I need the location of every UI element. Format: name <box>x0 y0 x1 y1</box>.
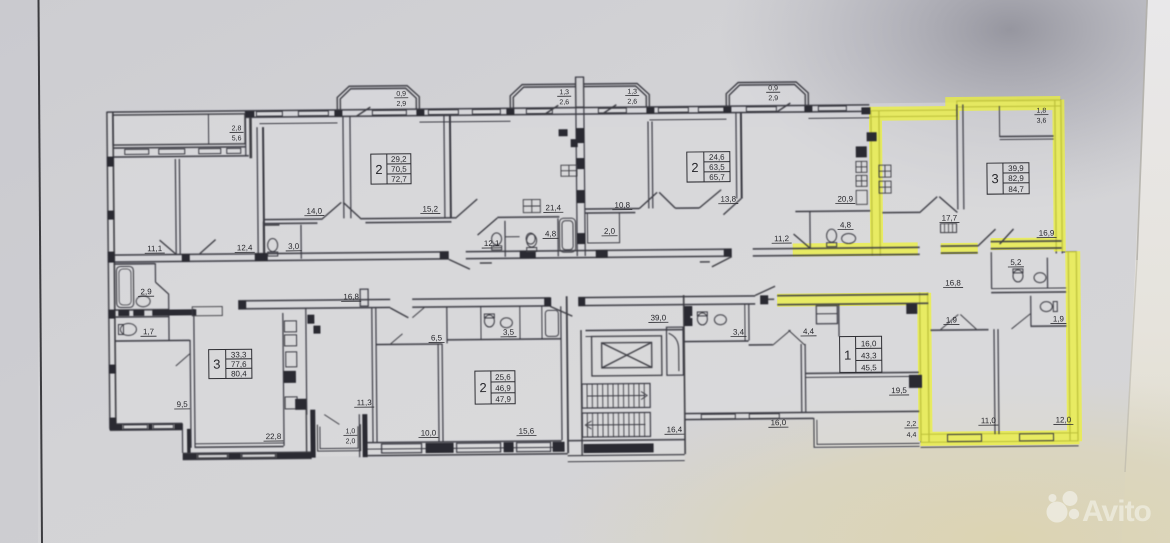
svg-text:3: 3 <box>213 357 220 372</box>
svg-text:2: 2 <box>375 162 382 177</box>
svg-text:1,7: 1,7 <box>143 327 155 336</box>
svg-text:10,8: 10,8 <box>614 201 630 210</box>
svg-text:2,6: 2,6 <box>559 99 569 106</box>
svg-text:6,5: 6,5 <box>431 333 443 342</box>
svg-text:3,0: 3,0 <box>288 242 300 251</box>
svg-text:12,1: 12,1 <box>484 239 500 248</box>
svg-text:2,9: 2,9 <box>396 101 406 108</box>
svg-text:22,8: 22,8 <box>266 432 282 441</box>
svg-text:2,6: 2,6 <box>627 99 637 106</box>
svg-text:16,8: 16,8 <box>945 278 961 287</box>
svg-text:77,6: 77,6 <box>231 360 247 369</box>
svg-text:9,5: 9,5 <box>177 400 189 409</box>
svg-text:16,0: 16,0 <box>771 418 787 427</box>
svg-text:45,5: 45,5 <box>861 363 877 372</box>
svg-text:3: 3 <box>991 171 998 186</box>
svg-text:72,7: 72,7 <box>391 175 407 184</box>
svg-text:10,0: 10,0 <box>421 428 437 437</box>
svg-text:5,6: 5,6 <box>232 135 242 142</box>
svg-text:70,5: 70,5 <box>391 165 407 174</box>
svg-text:17,7: 17,7 <box>942 213 958 222</box>
svg-text:33,3: 33,3 <box>231 350 247 359</box>
svg-text:16,9: 16,9 <box>1039 229 1055 238</box>
svg-text:2: 2 <box>479 380 486 395</box>
svg-text:4,8: 4,8 <box>840 220 852 229</box>
svg-text:46,9: 46,9 <box>495 384 511 393</box>
svg-text:25,6: 25,6 <box>495 373 511 382</box>
svg-text:39,0: 39,0 <box>651 313 667 322</box>
svg-text:21,4: 21,4 <box>545 203 561 212</box>
svg-text:24,6: 24,6 <box>709 153 725 162</box>
svg-text:12,4: 12,4 <box>237 243 253 252</box>
svg-text:0,9: 0,9 <box>396 91 406 98</box>
svg-text:43,3: 43,3 <box>861 351 877 360</box>
svg-text:13,8: 13,8 <box>720 195 736 204</box>
svg-text:20,9: 20,9 <box>837 194 853 203</box>
svg-text:11,1: 11,1 <box>147 244 163 253</box>
svg-text:19,5: 19,5 <box>891 386 907 395</box>
svg-text:2,0: 2,0 <box>346 438 356 445</box>
svg-text:15,6: 15,6 <box>519 427 535 436</box>
svg-text:65,7: 65,7 <box>709 173 725 182</box>
svg-text:4,4: 4,4 <box>803 327 815 336</box>
svg-text:1,8: 1,8 <box>1036 108 1046 115</box>
svg-text:84,7: 84,7 <box>1008 185 1024 194</box>
svg-text:2,2: 2,2 <box>907 421 917 428</box>
svg-text:1,3: 1,3 <box>627 89 637 96</box>
svg-text:4,8: 4,8 <box>545 229 557 238</box>
svg-text:4,4: 4,4 <box>907 432 917 439</box>
svg-text:11,0: 11,0 <box>981 416 997 425</box>
svg-text:Avito: Avito <box>1082 495 1152 528</box>
svg-text:2,9: 2,9 <box>768 95 778 102</box>
svg-text:11,3: 11,3 <box>357 398 373 407</box>
svg-text:5,2: 5,2 <box>1010 258 1022 267</box>
svg-text:47,9: 47,9 <box>495 395 511 404</box>
svg-text:16,0: 16,0 <box>861 339 877 348</box>
svg-text:0,9: 0,9 <box>768 85 778 92</box>
svg-text:3,5: 3,5 <box>503 328 515 337</box>
svg-text:29,2: 29,2 <box>391 155 407 164</box>
svg-text:82,9: 82,9 <box>1008 174 1024 183</box>
svg-text:11,2: 11,2 <box>774 234 790 243</box>
svg-text:16,4: 16,4 <box>667 425 683 434</box>
svg-text:1,3: 1,3 <box>559 89 569 96</box>
svg-text:1: 1 <box>844 347 851 362</box>
svg-text:1,0: 1,0 <box>346 428 356 435</box>
svg-text:15,2: 15,2 <box>422 204 438 213</box>
svg-text:12,0: 12,0 <box>1056 415 1072 424</box>
svg-text:63,5: 63,5 <box>709 163 725 172</box>
svg-text:80,4: 80,4 <box>231 369 247 378</box>
svg-text:14,0: 14,0 <box>306 207 322 216</box>
svg-text:1,9: 1,9 <box>946 315 958 324</box>
svg-text:1,9: 1,9 <box>1053 314 1065 323</box>
svg-text:2,0: 2,0 <box>604 227 616 236</box>
svg-text:2,8: 2,8 <box>232 125 242 132</box>
svg-text:16,8: 16,8 <box>343 292 359 301</box>
svg-text:2,9: 2,9 <box>140 287 152 296</box>
svg-text:2: 2 <box>691 160 698 175</box>
svg-text:39,9: 39,9 <box>1008 164 1024 173</box>
svg-text:3,6: 3,6 <box>1037 118 1047 125</box>
svg-text:3,4: 3,4 <box>733 328 745 337</box>
